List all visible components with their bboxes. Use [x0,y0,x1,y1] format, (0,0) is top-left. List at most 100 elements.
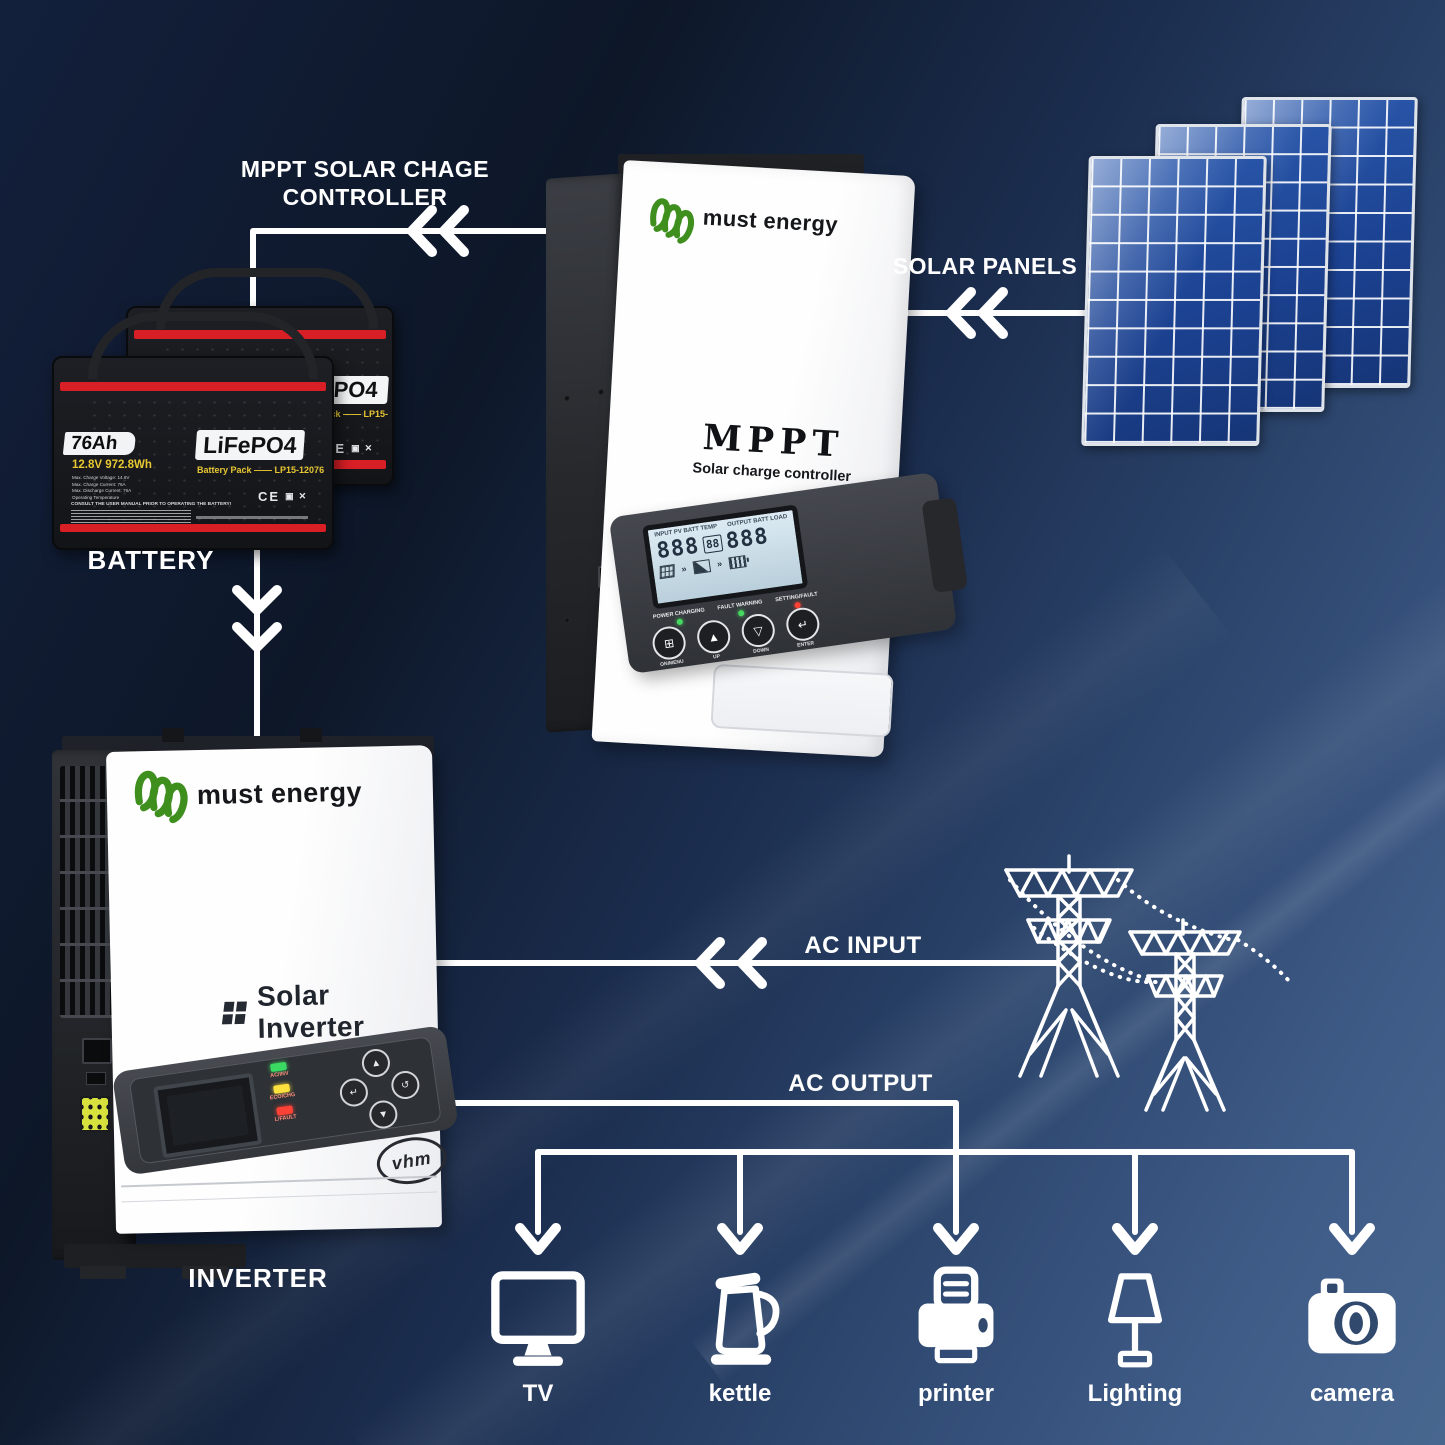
status-leds: AC/INV ECO/CHG L/FAULT [265,1061,299,1123]
up-button-icon: ▲ [360,1047,392,1079]
battery-rating-label: 12.8V 972.8Wh [72,459,152,471]
inverter-buttons: ▲ ↵ ↺ ▼ [326,1040,432,1133]
wire-ac-output [431,1100,1375,1255]
flow-arrow-icon: » [716,558,723,570]
appliance-label: kettle [708,1380,772,1407]
inverter-foot [182,1266,228,1279]
chevron-left-icon [978,287,1008,339]
menu-button-icon: ⊞ [650,624,688,662]
up-button-icon: ▲ [695,618,733,656]
label-inverter: INVERTER [188,1263,328,1293]
battery-icon [728,554,747,569]
mounting-tab [162,728,184,742]
appliance-label: camera [1309,1380,1395,1407]
chevron-left-icon [695,937,725,989]
led-eco-chg: ECO/CHG [268,1083,296,1101]
battery-brand-line [196,516,308,519]
arrowhead-down-icon [515,1223,561,1255]
wire-battery-to-inverter [232,531,282,745]
product-title: Solar Inverter [221,977,438,1046]
usb-port [86,1072,106,1085]
led-fault: L/FAULT [271,1105,299,1124]
product-title: MPPT Solar charge controller [657,414,890,487]
chevron-left-icon [946,287,976,339]
appliance-label: printer [917,1380,994,1407]
panel-seam [121,1175,437,1188]
chevron-left-icon [737,937,767,989]
inverter-icon [692,559,712,575]
load-lighting: Lighting [1067,1266,1203,1408]
escape-button-icon: ↺ [389,1069,422,1101]
terminal-block [80,1096,110,1132]
battery-specs: Max. Charge Voltage: 14.6V Max. Charge C… [72,475,132,500]
load-camera: camera [1284,1266,1420,1408]
arrowhead-down-icon [1112,1223,1158,1255]
appliance-label: TV [522,1380,554,1407]
must-energy-logo-icon [650,198,695,244]
brand-logo: must energy [645,187,839,254]
brand-logo: must energy [130,755,362,826]
ce-mark: CE▣✕ [258,489,307,504]
inverter-foot [80,1266,126,1279]
battery-stripe [60,524,326,532]
lcd-display: INPUT PV BATT TEMP OUTPUT BATT LOAD 888 … [642,504,809,610]
down-button-icon: ▼ [367,1098,400,1131]
flow-arrow-icon: » [680,563,688,575]
lamp-icon [1107,1273,1163,1368]
brand-name: must energy [702,204,839,238]
mppt-charge-controller: must energy MPPT Solar charge controller… [540,146,958,758]
transmission-towers-icon [1004,854,1242,1112]
arrowhead-down-icon [933,1223,979,1255]
menu-button: ⊞ ON/MENU [650,624,689,668]
wire-ac-input [421,937,1061,989]
label-ac-output: AC OUTPUT [788,1070,933,1097]
enter-button: ↵ ENTER [784,605,822,650]
lcd-digits-mid: 88 [701,534,724,554]
solar-panel [1081,156,1267,446]
arrowhead-down-icon [717,1223,763,1255]
chevron-left-icon [439,205,469,257]
wire-solar-to-mppt [879,287,1093,339]
label-solar-panels: SOLAR PANELS [892,253,1078,279]
load-printer: printer [888,1266,1024,1408]
battery-warning-title: CONSULT THE USER MANUAL PRIOR TO OPERATI… [71,502,232,507]
battery-warning-lines [71,510,191,523]
label-ac-input: AC INPUT [804,932,922,959]
down-button: ▽ DOWN [739,611,778,656]
inverter-front-face: must energy Solar Inverter AC/INV ECO/CH… [106,745,460,1234]
chevron-down-icon [232,622,282,652]
solar-panel-icon [659,563,675,580]
lcd-display [153,1072,263,1159]
solar-grid-icon [221,1001,247,1025]
tv-icon [491,1271,585,1366]
must-energy-logo-icon [134,770,188,824]
inverter-base [64,1244,246,1268]
enter-button-icon: ↵ [338,1076,370,1109]
arrowhead-down-icon [1329,1223,1375,1255]
controller-front-face: must energy MPPT Solar charge controller [591,160,916,758]
down-button-icon: ▽ [739,611,777,650]
brand-name: must energy [196,776,363,811]
battery-pack-code: Battery Pack —— LP15-12076 [197,465,325,475]
recessed-plate [710,663,894,738]
lcd-digits-left: 888 [655,533,701,565]
chevron-left-icon [407,205,437,257]
up-button: ▲ UP [695,618,733,662]
mounting-tab [300,728,322,742]
printer-icon [918,1266,994,1364]
ethernet-port [82,1038,112,1064]
kettle-icon [710,1272,780,1365]
label-battery: BATTERY [87,545,215,575]
battery-stripe [60,382,326,391]
power-lines-dotted [1008,878,1292,985]
vhm-badge: vhm [373,1132,450,1189]
label-mppt-controller: MPPT SOLAR CHAGE CONTROLLER [240,156,490,211]
chevron-down-icon [232,585,282,615]
lcd-digits-right: 888 [724,523,771,555]
load-tv: TV [470,1266,606,1408]
solar-inverter: must energy Solar Inverter AC/INV ECO/CH… [50,724,460,1284]
led-ac-inv: AC/INV [265,1061,293,1080]
battery-capacity-label: 76Ah [62,432,137,455]
appliance-label: Lighting [1087,1380,1183,1407]
